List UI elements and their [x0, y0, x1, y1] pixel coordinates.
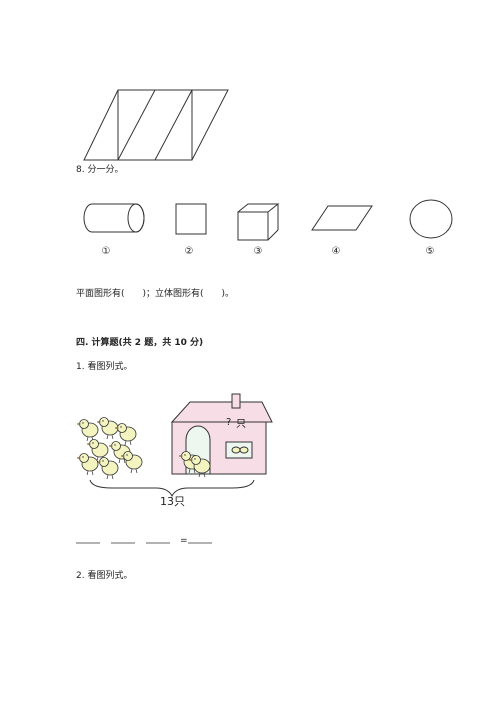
equation-equals-sign: =: [180, 536, 188, 546]
house-count-label: 只: [236, 419, 246, 430]
total-brace: [89, 479, 255, 498]
cylinder-icon: [83, 203, 145, 233]
house-icon: [170, 393, 273, 475]
shape-label-5: ⑤: [425, 246, 435, 257]
circle-icon: [409, 199, 453, 239]
shape-label-2: ②: [184, 246, 194, 257]
question-8-title: 8. 分一分。: [76, 165, 124, 175]
house-question-mark: ?: [226, 417, 232, 428]
question-1-title: 1. 看图列式。: [76, 362, 133, 372]
chicks-house-illustration: [76, 393, 273, 498]
shape-classification-prompt: 平面图形有( )；立体图形有( )。: [76, 289, 235, 299]
total-count-label: 13只: [160, 495, 185, 508]
cube-icon: [237, 203, 280, 241]
shape-label-1: ①: [101, 246, 111, 257]
parallelogram-icon: [311, 205, 373, 231]
shape-label-3: ③: [253, 246, 263, 257]
section-4-heading: 四. 计算题(共 2 题，共 10 分): [76, 338, 204, 348]
question-2-title: 2. 看图列式。: [76, 571, 133, 581]
shape-label-4: ④: [331, 246, 341, 257]
square-icon: [175, 203, 207, 235]
